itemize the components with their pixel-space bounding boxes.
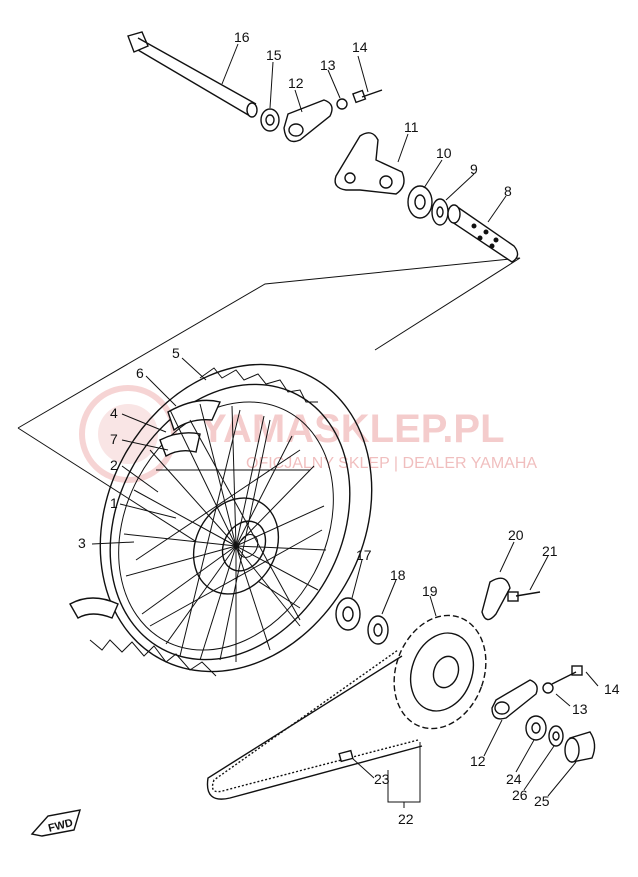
inner-tube	[167, 399, 221, 432]
callout-13-lower: 13	[572, 701, 588, 717]
watermark: YAMASKLEP.PL OFICJALNY SKLEP | DEALER YA…	[79, 385, 537, 483]
callout-3: 3	[78, 535, 86, 551]
bearing-17	[335, 597, 361, 631]
adjuster-bolt-lower	[551, 665, 583, 685]
callout-18: 18	[390, 567, 406, 583]
callout-6: 6	[136, 365, 144, 381]
callout-15: 15	[266, 47, 282, 63]
callout-16: 16	[234, 29, 250, 45]
callout-7: 7	[110, 431, 118, 447]
axle-nut-24	[525, 715, 547, 741]
rim-inner	[118, 401, 334, 651]
adjuster-bolt-upper	[352, 89, 383, 104]
callout-14-lower: 14	[604, 681, 620, 697]
fwd-label: FWD	[47, 817, 74, 835]
callout-8: 8	[504, 183, 512, 199]
callout-21: 21	[542, 543, 558, 559]
oil-seal-18	[367, 615, 389, 645]
lock-washer-20	[481, 577, 511, 621]
hub-clutch-bracket	[334, 132, 405, 195]
callout-1: 1	[110, 495, 118, 511]
rim-band	[159, 432, 201, 458]
callout-14-upper: 14	[352, 39, 368, 55]
spokes	[123, 403, 327, 662]
watermark-logo-inner	[98, 404, 158, 464]
collar-25	[564, 731, 596, 763]
tire-tread-top	[199, 367, 318, 403]
rear-sprocket	[393, 614, 487, 730]
washer-26	[548, 725, 564, 747]
oil-seal-9	[431, 198, 449, 226]
axle	[127, 31, 258, 118]
chain-adjuster-lower	[491, 679, 538, 720]
projection-frame	[17, 257, 521, 429]
tire-cutaway	[69, 597, 119, 619]
axle-nut	[260, 108, 280, 132]
callout-25: 25	[534, 793, 550, 809]
tire-outer	[99, 363, 373, 673]
callout-24: 24	[506, 771, 522, 787]
tire-tread-bottom	[89, 639, 217, 677]
callout-22: 22	[398, 811, 414, 827]
watermark-brand: YAMASKLEP.PL	[200, 407, 505, 451]
callout-9: 9	[470, 161, 478, 177]
callout-23: 23	[374, 771, 390, 787]
collar-spacer-8	[447, 204, 519, 263]
sprocket-bolt-21	[507, 591, 541, 602]
callout-12-upper: 12	[288, 75, 304, 91]
fwd-arrow-icon: FWD	[30, 809, 82, 837]
drive-chain	[206, 649, 423, 800]
callouts: 16 15 12 13 14 11 10 9 8 5 6 4 7 2 1 3 1…	[78, 29, 620, 827]
callout-12-lower: 12	[470, 753, 486, 769]
chain-adjuster-upper	[283, 99, 333, 143]
callout-26: 26	[512, 787, 528, 803]
callout-4: 4	[110, 405, 118, 421]
adjuster-nut-upper	[336, 98, 348, 110]
callout-13-upper: 13	[320, 57, 336, 73]
adjuster-nut-lower	[542, 682, 554, 694]
callout-11: 11	[404, 119, 419, 135]
callout-10: 10	[436, 145, 452, 161]
leader-lines	[91, 43, 599, 808]
callout-20: 20	[508, 527, 524, 543]
rim	[109, 383, 351, 661]
callout-2: 2	[110, 457, 118, 473]
callout-5: 5	[172, 345, 180, 361]
bearing-10	[407, 185, 433, 219]
callout-19: 19	[422, 583, 438, 599]
watermark-tagline: OFICJALNY SKLEP | DEALER YAMAHA	[246, 455, 537, 472]
callout-17: 17	[356, 547, 372, 563]
chain-joint-23	[338, 749, 354, 763]
rear-wheel	[69, 363, 373, 677]
